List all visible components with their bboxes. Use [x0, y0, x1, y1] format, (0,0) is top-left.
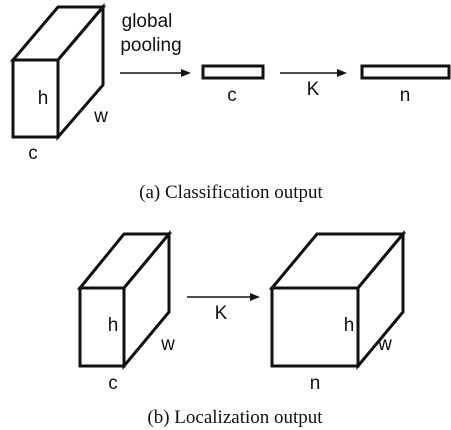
cube-a-height-label: h [38, 88, 49, 109]
pooled-vector [201, 64, 265, 80]
cube-a-width-label: w [93, 106, 108, 127]
localization-K-arrow-head [250, 293, 260, 301]
cube-b-front-face [78, 286, 126, 368]
input-tensor-cube-b [76, 229, 173, 371]
classification-K-arrow [280, 69, 347, 77]
global-pooling-label-line1: global [122, 11, 173, 32]
cube-out-channels-label: n [310, 373, 321, 394]
pooled-vector-label: c [227, 85, 237, 106]
global-pooling-arrow-head [181, 69, 191, 77]
cube-b-height-label: h [108, 315, 119, 336]
output-tensor-cube [268, 229, 407, 371]
input-tensor-cube-a [9, 2, 107, 142]
cube-a-front-face [11, 58, 60, 139]
output-vector [360, 64, 451, 80]
cube-b-width-label: w [160, 334, 175, 355]
caption-b: (b) Localization output [147, 407, 323, 428]
cube-out-height-label: h [344, 315, 355, 336]
localization-panel: h w c K h w n (b) Localization output [76, 229, 407, 428]
classification-panel: h w c global pooling c K n (a) Classific… [9, 2, 451, 203]
localization-K-arrow [187, 293, 260, 301]
global-pooling-label-line2: pooling [120, 35, 181, 56]
cube-b-channels-label: c [108, 373, 118, 394]
caption-a: (a) Classification output [139, 182, 323, 203]
localization-K-label: K [215, 303, 228, 324]
cube-a-channels-label: c [28, 143, 38, 164]
cube-out-width-label: w [377, 334, 392, 355]
output-vector-label: n [400, 85, 411, 106]
classification-K-label: K [307, 79, 320, 100]
cube-out-front-face [270, 286, 360, 368]
global-pooling-arrow [120, 69, 191, 77]
classification-K-arrow-head [337, 69, 347, 77]
